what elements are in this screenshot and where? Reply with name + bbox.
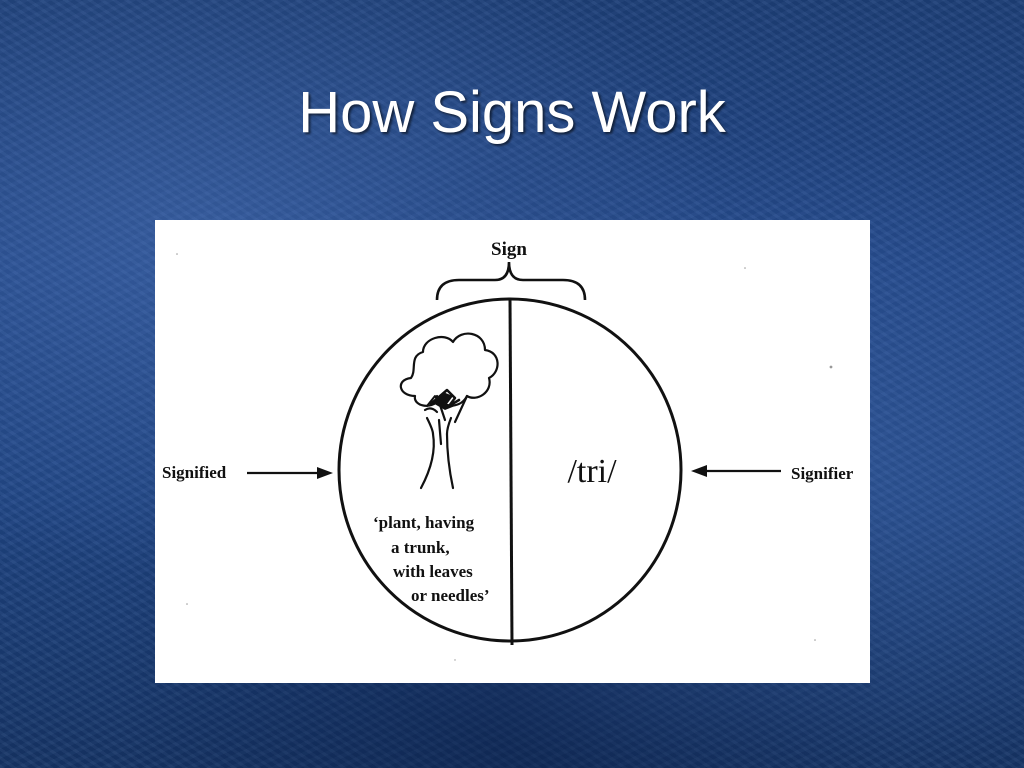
tree-icon bbox=[399, 332, 499, 490]
concept-line-3: with leaves bbox=[393, 562, 473, 581]
scan-specks bbox=[176, 253, 833, 661]
sign-label: Sign bbox=[491, 239, 527, 260]
signifier-label: Signifier bbox=[791, 464, 854, 483]
concept-line-4: or needles’ bbox=[411, 586, 490, 605]
signified-arrowhead bbox=[317, 467, 333, 479]
circle-divider bbox=[508, 298, 514, 646]
slide-title: How Signs Work bbox=[298, 80, 726, 145]
concept-text: ‘plant, having a trunk, with leaves or n… bbox=[373, 513, 490, 605]
signifier-text: /tri/ bbox=[567, 453, 617, 490]
signifier-arrowhead bbox=[691, 465, 707, 477]
concept-line-1: ‘plant, having bbox=[373, 513, 475, 532]
concept-line-2: a trunk, bbox=[391, 538, 450, 557]
sign-diagram: Sign ‘plant, having bbox=[162, 239, 854, 661]
sign-diagram-panel: Sign ‘plant, having bbox=[155, 220, 870, 683]
tree-canopy-shade bbox=[431, 392, 455, 410]
signified-label: Signified bbox=[162, 463, 227, 482]
sign-brace bbox=[435, 261, 587, 301]
